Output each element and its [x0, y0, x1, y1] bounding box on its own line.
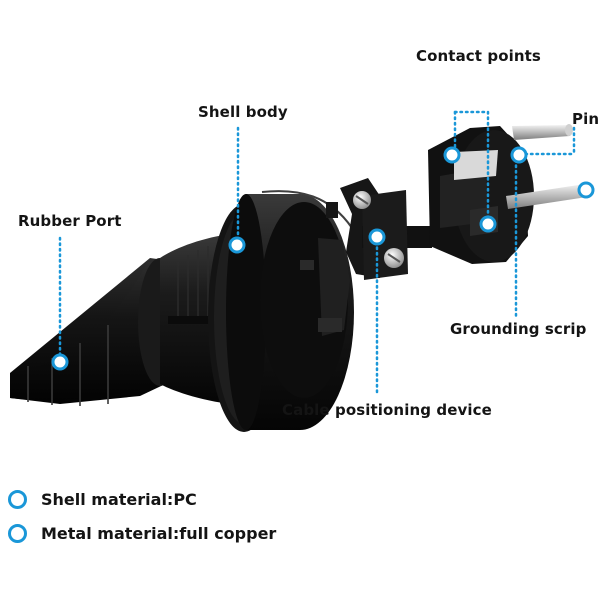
marker-contact-left: [443, 146, 461, 164]
label-cable-positioning-device: Cable positioning device: [282, 401, 492, 419]
label-shell-body: Shell body: [198, 103, 288, 121]
legend-text: Shell material:PC: [41, 490, 197, 509]
pin-top: [512, 125, 570, 140]
label-grounding-scrip: Grounding scrip: [450, 320, 587, 338]
marker-pin-bottom: [577, 181, 595, 199]
rubber-port-part: [10, 258, 182, 406]
plug-head-part: [428, 124, 590, 264]
callout-markers: [51, 146, 595, 371]
shell-body-part: [160, 190, 354, 432]
pin-bottom: [506, 184, 587, 209]
label-pin: Pin: [572, 110, 600, 128]
marker-pin-top: [510, 146, 528, 164]
legend-item-shell-material: Shell material:PC: [8, 490, 197, 509]
marker-rubber-port: [51, 353, 69, 371]
legend-item-metal-material: Metal material:full copper: [8, 524, 276, 543]
marker-cable-device: [368, 228, 386, 246]
ring-icon: [8, 524, 27, 543]
leader-lines: [58, 110, 576, 394]
legend-text: Metal material:full copper: [41, 524, 277, 543]
ring-icon: [8, 490, 27, 509]
marker-shell-body: [228, 236, 246, 254]
label-contact-points: Contact points: [416, 47, 541, 65]
marker-contact-right: [479, 215, 497, 233]
label-rubber-port: Rubber Port: [18, 212, 122, 230]
